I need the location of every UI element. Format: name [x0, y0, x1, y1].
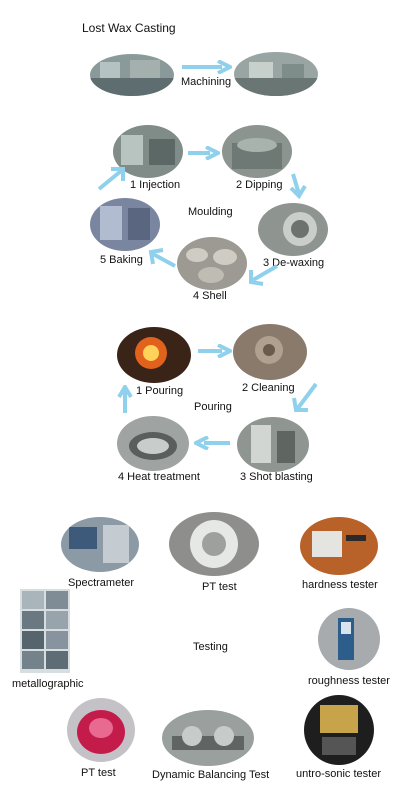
injection-photo [113, 125, 183, 178]
shell-photo [177, 237, 247, 290]
roughness-tester-photo [318, 608, 380, 670]
testing-item-dynamic-balancing: Dynamic Balancing Test [152, 769, 270, 781]
testing-item-spectrameter: Spectrameter [68, 577, 135, 589]
metallographic-photo [20, 589, 70, 673]
testing-item-pt-test-top: PT test [202, 581, 237, 593]
arrow-up-icon [117, 385, 133, 413]
dipping-photo [222, 125, 292, 178]
machining-photo-right [234, 52, 318, 96]
machining-label: Machining [181, 76, 232, 88]
pouring-step-3: 3 Shot blasting [240, 471, 313, 483]
heat-treatment-photo [117, 416, 189, 471]
pt-test-photo-top [169, 512, 259, 576]
pouring-step-2: 2 Cleaning [242, 382, 295, 394]
testing-item-roughness-tester: roughness tester [308, 675, 390, 687]
arrow-up-right-icon [97, 167, 125, 191]
page-title: Lost Wax Casting [82, 21, 176, 35]
pouring-step-1: 1 Pouring [136, 385, 184, 397]
pouring-step-4: 4 Heat treatment [118, 471, 200, 483]
pouring-photo [117, 327, 191, 383]
shot-blasting-photo [237, 417, 309, 472]
testing-item-metallographic: metallographic [12, 678, 84, 690]
moulding-step-1: 1 Injection [130, 179, 181, 191]
baking-photo [90, 198, 160, 251]
arrow-up-left-icon [148, 248, 176, 268]
arrow-left-icon [194, 436, 230, 450]
arrow-right-icon [198, 344, 232, 358]
testing-item-hardness-tester: hardness tester [302, 579, 378, 591]
arrow-right-icon [182, 60, 232, 74]
arrow-left-icon [249, 264, 279, 286]
spectrameter-photo [61, 517, 139, 572]
pt-test-photo-bottom [67, 698, 135, 762]
hardness-tester-photo [300, 517, 378, 575]
machining-photo-left [90, 54, 174, 96]
testing-item-ultrasonic-tester: untro-sonic tester [296, 768, 381, 780]
ultrasonic-tester-photo [304, 695, 374, 765]
testing-label: Testing [193, 641, 228, 653]
pouring-label: Pouring [194, 401, 232, 413]
arrow-down-icon [289, 173, 307, 200]
moulding-step-5: 5 Baking [100, 254, 143, 266]
de-waxing-photo [258, 203, 328, 256]
moulding-step-4: 4 Shell [193, 290, 227, 302]
moulding-step-3: 3 De-waxing [263, 257, 325, 269]
arrow-right-icon [188, 146, 220, 160]
dynamic-balancing-photo [162, 710, 254, 766]
moulding-label: Moulding [188, 206, 233, 218]
arrow-down-left-icon [292, 382, 318, 412]
testing-item-pt-test-bottom: PT test [81, 767, 116, 779]
cleaning-photo [233, 324, 307, 380]
moulding-step-2: 2 Dipping [236, 179, 283, 191]
